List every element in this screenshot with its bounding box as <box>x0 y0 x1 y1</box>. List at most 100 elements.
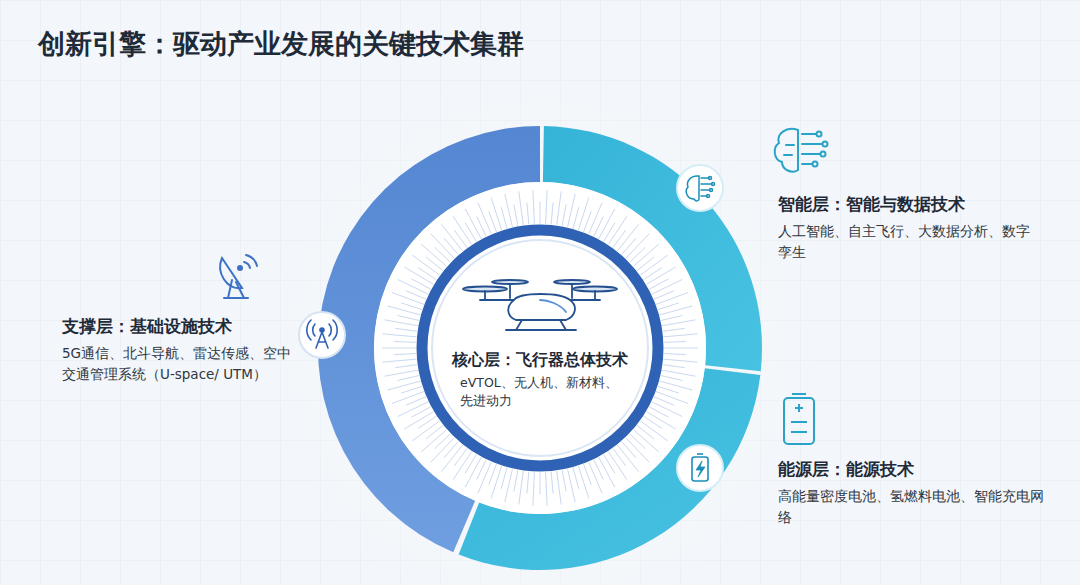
core-circle: 核心层：飞行器总体技术eVTOL、无人机、新材料、先进动力 <box>430 238 650 458</box>
battery-icon <box>784 394 814 444</box>
sunburst-tick <box>562 204 566 226</box>
ring-segments <box>318 126 762 570</box>
sunburst-tick <box>411 279 430 289</box>
sunburst-tick <box>406 397 426 406</box>
core-ring <box>422 230 658 466</box>
sunburst-tick <box>489 211 497 232</box>
sunburst-tick <box>491 466 502 498</box>
sunburst-tick <box>533 472 535 506</box>
sunburst-tick <box>661 376 682 381</box>
brain-icon <box>775 129 828 172</box>
sunburst-tick <box>664 341 686 343</box>
sunburst-tick <box>392 392 424 404</box>
sunburst-tick <box>599 209 615 239</box>
core-inner-line <box>432 240 648 456</box>
sunburst-tick <box>505 194 513 227</box>
sunburst-tick <box>622 238 636 255</box>
sunburst-tick <box>643 268 661 280</box>
sunburst-tick <box>557 191 562 225</box>
sunburst-tick <box>533 190 535 224</box>
sunburst-tick <box>434 247 450 262</box>
sunburst-tick <box>573 207 579 228</box>
sunburst-tick <box>578 466 589 498</box>
sunburst-tick <box>491 198 502 230</box>
sunburst-tick <box>663 328 685 331</box>
sunburst-tick <box>557 471 562 505</box>
sunburst-tick <box>465 223 476 242</box>
sunburst-tick <box>656 292 688 304</box>
sunburst-tick <box>608 451 627 479</box>
sunburst-tick <box>656 392 688 404</box>
sunburst-tick <box>578 198 589 230</box>
sunburst-tick <box>658 303 679 310</box>
sunburst-tick <box>568 194 576 227</box>
sunburst-tick <box>388 381 421 390</box>
sunburst-tick <box>540 202 541 224</box>
sunburst-tick <box>662 370 695 376</box>
satellite-dish-icon <box>220 255 257 298</box>
evtol-drone <box>463 280 617 330</box>
sunburst-tick <box>395 328 417 331</box>
sunburst-tick <box>584 211 592 232</box>
sunburst-tick <box>637 257 654 271</box>
sunburst-tick <box>401 303 422 310</box>
sunburst-tick <box>643 416 661 428</box>
sunburst-tick <box>465 454 476 473</box>
layer-label: 支撑层：基础设施技术5G通信、北斗导航、雷达传感、空中交通管理系统（U-spac… <box>62 316 298 385</box>
sunburst-tick <box>664 353 686 355</box>
sunburst-tick <box>394 341 416 343</box>
sunburst-ticks <box>382 190 698 506</box>
sunburst-tick <box>418 268 436 280</box>
sunburst-tick <box>527 203 529 225</box>
sunburst-tick <box>646 412 675 429</box>
sunburst-tick <box>404 267 433 284</box>
ring-icon-antenna <box>299 312 345 358</box>
sunburst-tick <box>599 457 615 487</box>
sunburst-tick <box>418 416 436 428</box>
sunburst-tick <box>398 402 429 417</box>
sunburst-tick <box>383 334 417 337</box>
sunburst-tick <box>613 230 626 248</box>
layer-heading: 核心层：飞行器总体技术 <box>430 350 650 370</box>
sunburst-tick <box>663 365 685 368</box>
sunburst-tick <box>649 407 668 417</box>
sunburst-tick <box>385 320 418 326</box>
inner-disk <box>374 182 706 514</box>
sunburst-tick <box>519 191 524 225</box>
sunburst-tick <box>546 190 548 224</box>
sunburst-tick <box>465 457 481 487</box>
sunburst-tick <box>514 470 518 492</box>
sunburst-tick <box>444 238 458 255</box>
layer-heading: 智能层：智能与数据技术 <box>778 194 1040 215</box>
sunburst-tick <box>622 441 636 458</box>
sunburst-tick <box>604 223 615 242</box>
sunburst-tick <box>637 425 654 439</box>
sunburst-tick <box>454 230 467 248</box>
sunburst-tick <box>454 448 467 466</box>
sunburst-tick <box>562 470 566 492</box>
sunburst-tick <box>444 441 458 458</box>
sunburst-tick <box>660 306 693 315</box>
layer-heading: 能源层：能源技术 <box>778 459 1050 480</box>
sunburst-tick <box>382 348 416 349</box>
sunburst-tick <box>501 207 507 228</box>
sunburst-tick <box>664 348 698 349</box>
sunburst-tick <box>630 247 646 262</box>
sunburst-tick <box>568 469 576 502</box>
sunburst-tick <box>426 425 443 439</box>
layer-label: 能源层：能源技术高能量密度电池、氢燃料电池、智能充电网络 <box>778 459 1050 528</box>
page-title: 创新引擎：驱动产业发展的关键技术集群 <box>38 26 524 62</box>
layer-label: 智能层：智能与数据技术人工智能、自主飞行、大数据分析、数字孪生 <box>778 194 1040 263</box>
sunburst-tick <box>489 464 497 485</box>
sunburst-tick <box>573 468 579 489</box>
sunburst-tick <box>392 292 424 304</box>
sunburst-tick <box>589 462 602 493</box>
sunburst-tick <box>501 468 507 489</box>
sunburst-tick <box>514 204 518 226</box>
sunburst-tick <box>604 454 615 473</box>
sunburst-tick <box>652 402 683 417</box>
sunburst-tick <box>398 376 419 381</box>
layer-body: 高能量密度电池、氢燃料电池、智能充电网络 <box>778 486 1050 528</box>
sunburst-tick <box>654 291 674 300</box>
sunburst-tick <box>478 462 491 493</box>
